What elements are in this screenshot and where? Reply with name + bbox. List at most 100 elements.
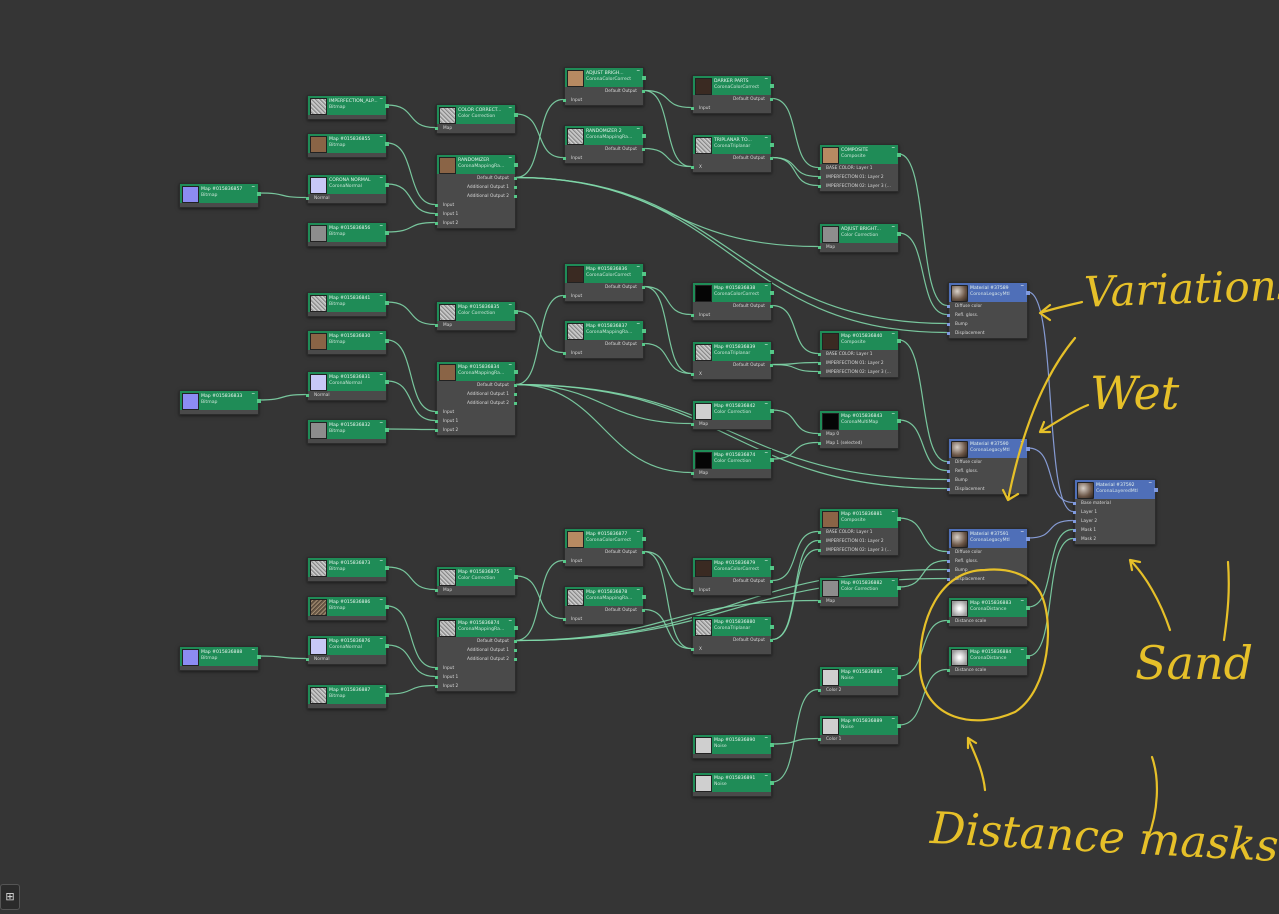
input-slot[interactable]: Mask 2 bbox=[1073, 535, 1155, 544]
output-slot[interactable]: Additional Output 1 bbox=[437, 183, 517, 192]
output-socket[interactable] bbox=[514, 370, 518, 374]
navigator-button[interactable]: ⊞ bbox=[0, 884, 20, 910]
output-socket[interactable] bbox=[385, 644, 389, 648]
socket[interactable] bbox=[306, 394, 309, 397]
output-socket[interactable] bbox=[770, 566, 774, 570]
input-slot[interactable]: Base material bbox=[1073, 499, 1155, 508]
collapse-icon[interactable]: – bbox=[1020, 529, 1025, 535]
input-slot[interactable]: Color 2 bbox=[818, 686, 898, 695]
input-slot[interactable]: Layer 1 bbox=[1073, 508, 1155, 517]
output-slot[interactable]: Default Output bbox=[437, 381, 517, 390]
output-slot[interactable]: Default Output bbox=[693, 577, 773, 586]
socket[interactable] bbox=[947, 551, 950, 554]
socket[interactable] bbox=[642, 90, 645, 93]
output-socket[interactable] bbox=[1026, 537, 1030, 541]
socket[interactable] bbox=[770, 580, 773, 583]
output-socket[interactable] bbox=[514, 626, 518, 630]
socket[interactable] bbox=[642, 286, 645, 289]
socket[interactable] bbox=[1073, 520, 1076, 523]
socket[interactable] bbox=[947, 323, 950, 326]
input-slot[interactable]: X bbox=[691, 163, 771, 172]
wire[interactable] bbox=[515, 294, 564, 386]
input-slot[interactable]: IMPERFECTION 01: Layer 2 bbox=[818, 359, 898, 368]
collapse-icon[interactable]: – bbox=[379, 685, 384, 691]
input-slot[interactable]: Input bbox=[691, 104, 771, 113]
wire[interactable] bbox=[386, 380, 436, 422]
collapse-icon[interactable]: – bbox=[379, 175, 384, 181]
collapse-icon[interactable]: – bbox=[764, 773, 769, 779]
wire[interactable] bbox=[898, 619, 948, 677]
input-slot[interactable]: Input bbox=[563, 154, 643, 163]
input-slot[interactable]: Map bbox=[691, 420, 771, 429]
wire[interactable] bbox=[771, 530, 819, 582]
input-slot[interactable]: BASE COLOR: Layer 1 bbox=[818, 164, 898, 173]
wire[interactable] bbox=[515, 559, 564, 642]
socket[interactable] bbox=[818, 540, 821, 543]
output-slot[interactable]: Additional Output 1 bbox=[437, 390, 517, 399]
collapse-icon[interactable]: – bbox=[379, 636, 384, 642]
collapse-icon[interactable]: – bbox=[379, 223, 384, 229]
input-slot[interactable]: Map bbox=[818, 597, 898, 606]
output-socket[interactable] bbox=[514, 310, 518, 314]
wire[interactable] bbox=[386, 183, 436, 215]
input-slot[interactable]: Input bbox=[563, 96, 643, 105]
wire[interactable] bbox=[898, 517, 948, 553]
output-socket[interactable] bbox=[642, 537, 646, 541]
output-slot[interactable]: Default Output bbox=[437, 637, 517, 646]
input-slot[interactable]: Map bbox=[435, 586, 515, 595]
node-header[interactable]: IMPERFECTION_ALP...Bitmap– bbox=[308, 96, 386, 115]
socket[interactable] bbox=[691, 107, 694, 110]
output-socket[interactable] bbox=[257, 192, 261, 196]
collapse-icon[interactable]: – bbox=[379, 558, 384, 564]
input-slot[interactable]: Input bbox=[691, 586, 771, 595]
wire[interactable] bbox=[643, 608, 692, 650]
input-slot[interactable]: IMPERFECTION 02: Layer 3 (... bbox=[818, 368, 898, 377]
output-socket[interactable] bbox=[385, 183, 389, 187]
output-socket[interactable] bbox=[385, 693, 389, 697]
wire[interactable] bbox=[771, 97, 819, 169]
output-slot[interactable]: Additional Output 2 bbox=[437, 192, 517, 201]
input-slot[interactable]: X bbox=[691, 370, 771, 379]
socket[interactable] bbox=[818, 689, 821, 692]
socket[interactable] bbox=[1073, 502, 1076, 505]
input-slot[interactable]: Distance scale bbox=[947, 666, 1027, 675]
socket[interactable] bbox=[1073, 511, 1076, 514]
wire[interactable] bbox=[258, 192, 307, 199]
output-socket[interactable] bbox=[770, 409, 774, 413]
wire[interactable] bbox=[386, 428, 436, 431]
map-node[interactable]: IMPERFECTION_ALP...Bitmap– bbox=[307, 95, 389, 120]
collapse-icon[interactable]: – bbox=[891, 667, 896, 673]
socket[interactable] bbox=[306, 658, 309, 661]
socket[interactable] bbox=[514, 384, 517, 387]
collapse-icon[interactable]: – bbox=[891, 509, 896, 515]
wire[interactable] bbox=[1027, 528, 1074, 608]
wire[interactable] bbox=[386, 339, 436, 413]
socket[interactable] bbox=[691, 373, 694, 376]
